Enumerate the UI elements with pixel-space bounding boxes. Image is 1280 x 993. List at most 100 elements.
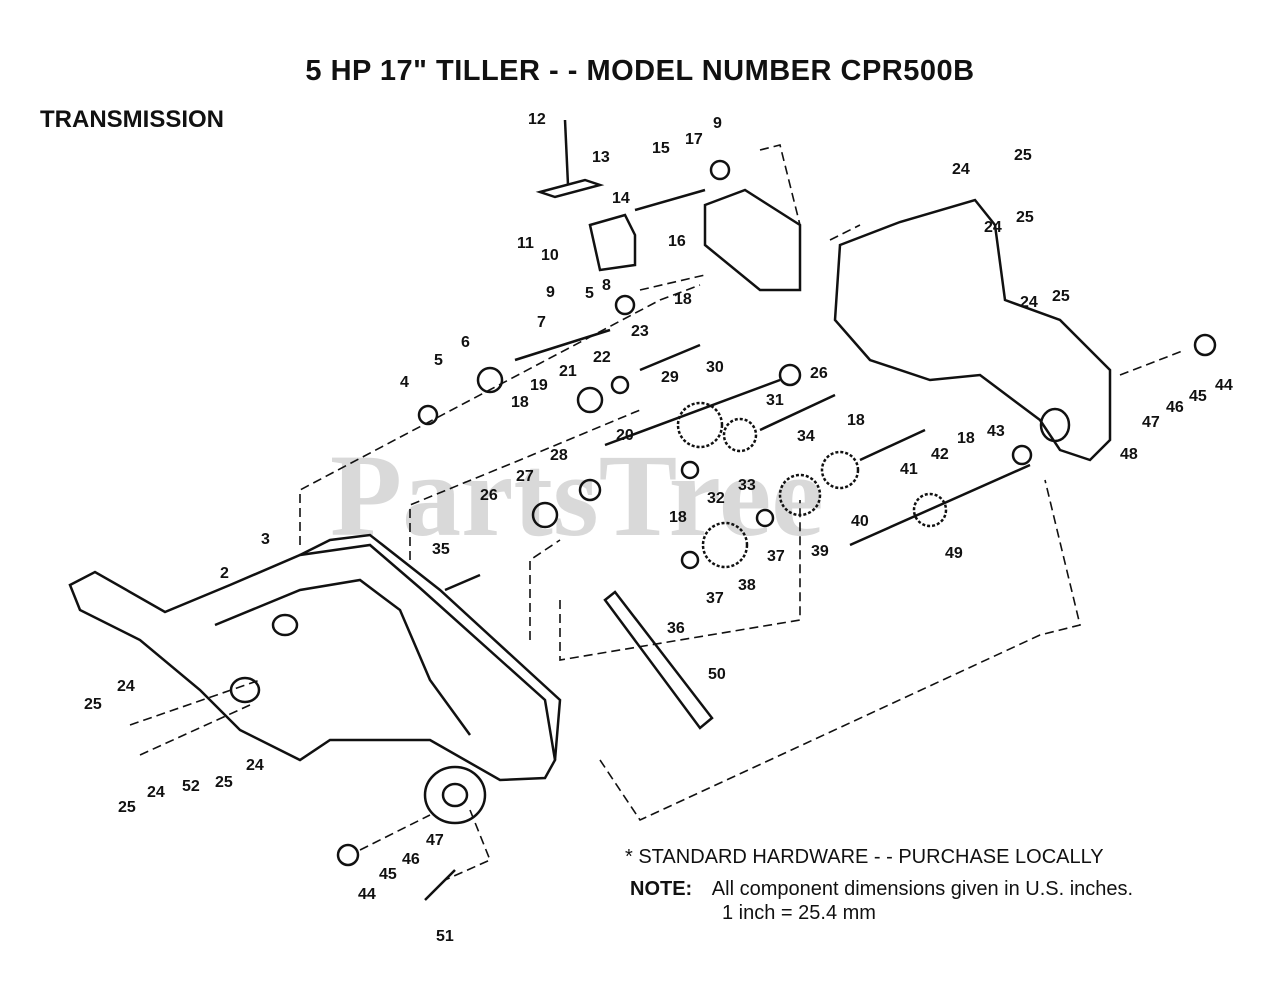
right-housing (833, 198, 1112, 462)
callout-39: 39 (811, 543, 829, 560)
callout-6: 6 (461, 334, 470, 351)
callout-24-l1: 24 (117, 678, 135, 695)
callout-24-l3: 24 (147, 784, 165, 801)
callout-18e: 18 (957, 430, 975, 447)
bushing-4 (417, 404, 439, 426)
callout-27: 27 (516, 468, 534, 485)
bolt-51 (424, 869, 456, 901)
callout-49: 49 (945, 545, 963, 562)
dimension-note: NOTE: All component dimensions given in … (630, 877, 1133, 901)
watermark: PartsTree (330, 430, 824, 561)
callout-47-l: 47 (426, 832, 444, 849)
bushing-8 (614, 294, 636, 316)
bushing-28 (578, 478, 602, 502)
callout-18d: 18 (669, 509, 687, 526)
sprocket-49 (912, 492, 948, 528)
callout-46-r: 46 (1166, 399, 1184, 416)
note-line-2: 1 inch = 25.4 mm (722, 902, 876, 924)
left-boss-upper (271, 613, 299, 637)
callout-42: 42 (931, 446, 949, 463)
callout-11: 11 (517, 235, 534, 252)
bushing-44-left (336, 843, 360, 867)
callout-26b: 26 (480, 487, 498, 504)
callout-7: 7 (537, 314, 546, 331)
callout-51: 51 (436, 928, 454, 945)
callout-38: 38 (738, 577, 756, 594)
callout-9: 9 (713, 115, 722, 132)
callout-48: 48 (1120, 446, 1138, 463)
callout-33: 33 (738, 477, 756, 494)
callout-47-r: 47 (1142, 414, 1160, 431)
callout-9b: 9 (546, 284, 555, 301)
bolt-35 (444, 573, 481, 592)
bushing-17 (709, 159, 731, 181)
left-hub-bore (441, 782, 469, 808)
callout-22: 22 (593, 349, 611, 366)
callout-31: 31 (766, 392, 784, 409)
spacer-32 (680, 460, 700, 480)
callout-50: 50 (708, 666, 726, 683)
left-housing (68, 543, 557, 782)
shift-block (588, 213, 637, 272)
callout-25-r3: 25 (1052, 288, 1070, 305)
standard-hardware-note: * STANDARD HARDWARE - - PURCHASE LOCALLY (625, 846, 1104, 868)
callout-8: 8 (602, 277, 611, 294)
gear-21 (576, 386, 604, 414)
chain-50 (603, 590, 714, 730)
sprocket-33 (722, 417, 758, 453)
right-cover (703, 188, 802, 292)
callout-23: 23 (631, 323, 649, 340)
note-label: NOTE: (630, 878, 693, 900)
shaft-49 (849, 463, 1031, 547)
callout-25-l1: 25 (84, 696, 102, 713)
callout-12: 12 (528, 111, 546, 128)
bearing-27 (531, 501, 559, 529)
left-housing-rib (214, 578, 472, 736)
callout-10: 10 (541, 247, 559, 264)
spacer-37b (755, 508, 775, 528)
spacer-37a (680, 550, 700, 570)
right-hub (1039, 407, 1071, 443)
shift-pin (563, 119, 570, 186)
callout-30: 30 (706, 359, 724, 376)
callout-13: 13 (592, 149, 610, 166)
left-hub (423, 765, 487, 825)
callouts: 12 13 15 17 9 14 11 10 16 9 5 8 7 18 23 … (84, 111, 1233, 945)
callout-37: 37 (767, 548, 785, 565)
bushing-44-right (1193, 333, 1217, 357)
callout-45-l: 45 (379, 866, 397, 883)
callout-18c: 18 (847, 412, 865, 429)
callout-24-r1: 24 (952, 161, 970, 178)
callout-28: 28 (550, 447, 568, 464)
callout-24-l2: 24 (246, 757, 264, 774)
transmission-drawing (68, 119, 1217, 901)
callout-25-r1: 25 (1014, 147, 1032, 164)
callout-36: 36 (667, 620, 685, 637)
callout-2: 2 (220, 565, 229, 582)
callout-16: 16 (668, 233, 686, 250)
sprocket-38 (701, 521, 749, 569)
callout-24-r3: 24 (1020, 294, 1038, 311)
shaft-41 (859, 428, 926, 462)
callout-18: 18 (674, 291, 692, 308)
callout-20: 20 (616, 427, 634, 444)
callout-17: 17 (685, 131, 703, 148)
callout-45-r: 45 (1189, 388, 1207, 405)
callout-25-l2: 25 (215, 774, 233, 791)
callout-4: 4 (400, 374, 409, 391)
section-heading: TRANSMISSION (40, 106, 225, 133)
callout-3: 3 (261, 531, 270, 548)
callout-46-l: 46 (402, 851, 420, 868)
callout-18b: 18 (511, 394, 529, 411)
callout-44-l: 44 (358, 886, 376, 903)
gear-6 (476, 366, 504, 394)
note-line-1: All component dimensions given in U.S. i… (711, 878, 1134, 900)
shift-rod (634, 188, 706, 212)
callout-37b: 37 (706, 590, 724, 607)
bushing-43 (1011, 444, 1033, 466)
shaft-34 (759, 393, 836, 432)
callout-25-r2: 25 (1016, 209, 1034, 226)
callout-21: 21 (559, 363, 577, 380)
